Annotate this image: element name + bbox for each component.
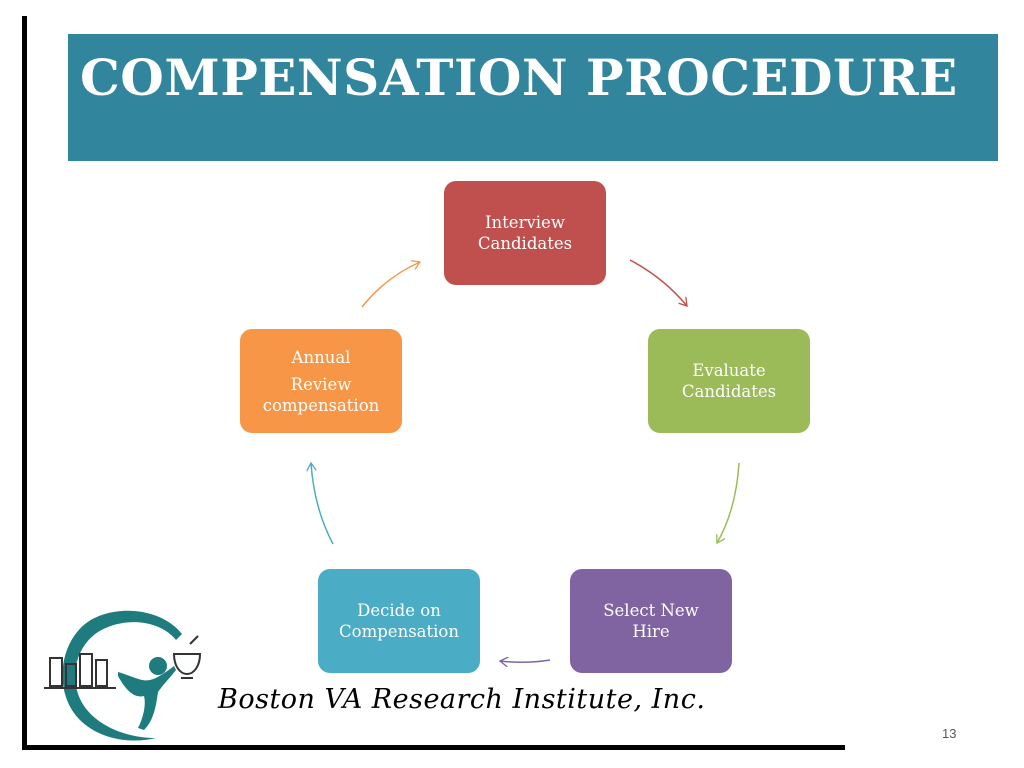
step-label-line: Select New [603,601,699,620]
step-label-line: Decide on [357,601,441,620]
arrow-decide-to-annual [311,463,334,545]
step-select-new-hire: Select New Hire [570,569,732,673]
arrow-annual-to-interview [361,262,420,308]
organization-name: Boston VA Research Institute, Inc. [218,684,706,715]
page-number: 13 [942,726,957,741]
bvari-logo-icon [44,610,202,741]
step-label-line: compensation [262,395,380,415]
step-label-line: Annual [291,347,351,367]
step-label-line: Candidates [477,234,573,253]
slide-title: COMPENSATION PROCEDURE [80,48,958,107]
title-banner: COMPENSATION PROCEDURE [68,34,998,161]
step-evaluate-candidates: Evaluate Candidates [648,329,810,433]
step-label-line: Candidates [681,382,777,401]
step-label-line: Review [290,374,352,394]
slide-frame-left-border [22,16,27,750]
arrow-select-to-decide [500,660,551,662]
step-label-line: Interview [485,213,565,232]
step-label-line: Hire [632,622,670,641]
slide-frame-bottom-border [22,745,845,750]
step-label-line: Evaluate [692,361,766,380]
step-interview-candidates: Interview Candidates [444,181,606,285]
arrow-interview-to-evaluate [629,259,687,306]
step-label-line: Compensation [339,622,459,641]
arrow-evaluate-to-select [717,462,740,543]
step-annual-review-compensation: Annual Review compensation [240,329,402,433]
step-decide-on-compensation: Decide on Compensation [318,569,480,673]
